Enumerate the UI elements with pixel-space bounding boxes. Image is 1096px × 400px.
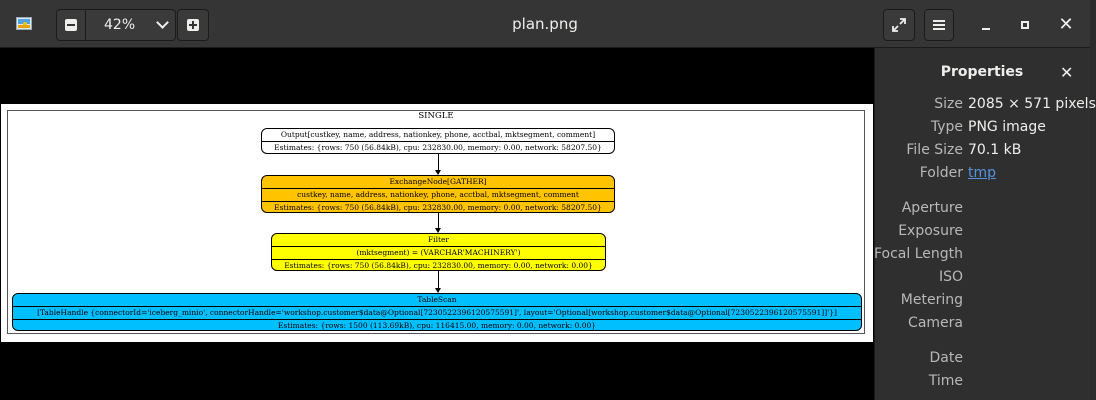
filter-node-predicate: (mktsegment) = (VARCHAR'MACHINERY') (272, 247, 605, 260)
close-icon: ✕ (1058, 14, 1074, 35)
prop-camera: Camera (875, 315, 1091, 335)
zoom-controls: 42% (56, 9, 176, 41)
filter-node: Filter (mktsegment) = (VARCHAR'MACHINERY… (271, 233, 606, 271)
plus-icon (187, 19, 199, 31)
prop-label: Date (929, 350, 963, 366)
tablescan-node-estimates: Estimates: {rows: 1500 (113.69kB), cpu: … (277, 321, 597, 330)
output-node: Output[custkey, name, address, nationkey… (261, 128, 615, 154)
prop-label: File Size (906, 142, 963, 158)
header-bar: 42% plan.png ✕ (0, 0, 1090, 48)
prop-focal-length: Focal Length (873, 246, 1091, 266)
prop-file-size: File Size 70.1 kB (875, 142, 1091, 162)
properties-panel: Properties ✕ Size 2085 × 571 pixels Type… (873, 48, 1096, 400)
filter-node-estimates: Estimates: {rows: 750 (56.84kB), cpu: 23… (284, 261, 593, 270)
prop-time: Time (875, 373, 1091, 393)
close-icon: ✕ (1060, 63, 1074, 82)
exchange-node-columns: custkey, name, address, nationkey, phone… (262, 189, 614, 202)
cluster-label: SINGLE (418, 111, 454, 121)
window-title: plan.png (512, 15, 578, 33)
hamburger-menu-icon (933, 20, 945, 30)
prop-iso: ISO (875, 269, 1091, 289)
tablescan-node: TableScan [TableHandle {connectorId='ice… (12, 293, 862, 331)
plan-cluster: SINGLE Output[custkey, name, address, na… (7, 110, 865, 334)
edge-exchange-filter (435, 213, 441, 233)
fullscreen-button[interactable] (883, 9, 915, 41)
prop-label: ISO (938, 269, 963, 285)
image-app-icon (16, 17, 32, 30)
edge-output-exchange (435, 154, 441, 175)
zoom-in-button[interactable] (177, 9, 209, 41)
prop-value: 70.1 kB (968, 142, 1022, 158)
prop-label: Camera (908, 315, 963, 331)
image-viewer[interactable]: SINGLE Output[custkey, name, address, na… (0, 48, 874, 400)
minus-icon (65, 19, 77, 31)
prop-label: Metering (900, 292, 963, 308)
folder-link[interactable]: tmp (968, 165, 997, 181)
prop-size: Size 2085 × 571 pixels (875, 96, 1096, 116)
output-node-title: Output[custkey, name, address, nationkey… (262, 129, 614, 142)
prop-exposure: Exposure (875, 223, 1091, 243)
zoom-level-dropdown[interactable]: 42% (86, 9, 176, 41)
tablescan-node-handle: [TableHandle {connectorId='iceberg_minio… (13, 307, 861, 320)
prop-aperture: Aperture (875, 200, 1091, 220)
output-node-estimates: Estimates: {rows: 750 (56.84kB), cpu: 23… (274, 143, 602, 152)
tablescan-node-title: TableScan (13, 294, 861, 307)
prop-label: Folder (919, 165, 963, 181)
prop-metering: Metering (875, 292, 1091, 312)
prop-label: Exposure (898, 223, 963, 239)
zoom-out-button[interactable] (56, 9, 86, 41)
exchange-node: ExchangeNode[GATHER] custkey, name, addr… (261, 175, 615, 213)
exchange-node-estimates: Estimates: {rows: 750 (56.84kB), cpu: 23… (274, 203, 602, 212)
fullscreen-icon (892, 18, 906, 32)
prop-type: Type PNG image (875, 119, 1091, 139)
filter-node-title: Filter (272, 234, 605, 247)
prop-folder: Folder tmp (875, 165, 1091, 185)
prop-label: Size (934, 96, 963, 112)
maximize-icon (1021, 21, 1029, 29)
properties-title: Properties (940, 64, 1024, 80)
minimize-icon (982, 28, 990, 30)
exchange-node-title: ExchangeNode[GATHER] (262, 176, 614, 189)
edge-filter-scan (435, 271, 441, 293)
close-window-button[interactable]: ✕ (1053, 12, 1079, 38)
maximize-button[interactable] (1012, 12, 1038, 38)
prop-value: PNG image (968, 119, 1046, 135)
prop-label: Focal Length (873, 246, 963, 262)
prop-value: 2085 × 571 pixels (968, 96, 1096, 112)
query-plan-image: SINGLE Output[custkey, name, address, na… (1, 104, 873, 342)
prop-label: Aperture (901, 200, 963, 216)
prop-label: Time (928, 373, 963, 389)
menu-button[interactable] (924, 9, 954, 41)
properties-close-button[interactable]: ✕ (1060, 63, 1073, 82)
prop-label: Type (930, 119, 963, 135)
minimize-button[interactable] (973, 12, 999, 38)
zoom-level-value: 42% (104, 17, 136, 33)
prop-date: Date (875, 350, 1091, 370)
